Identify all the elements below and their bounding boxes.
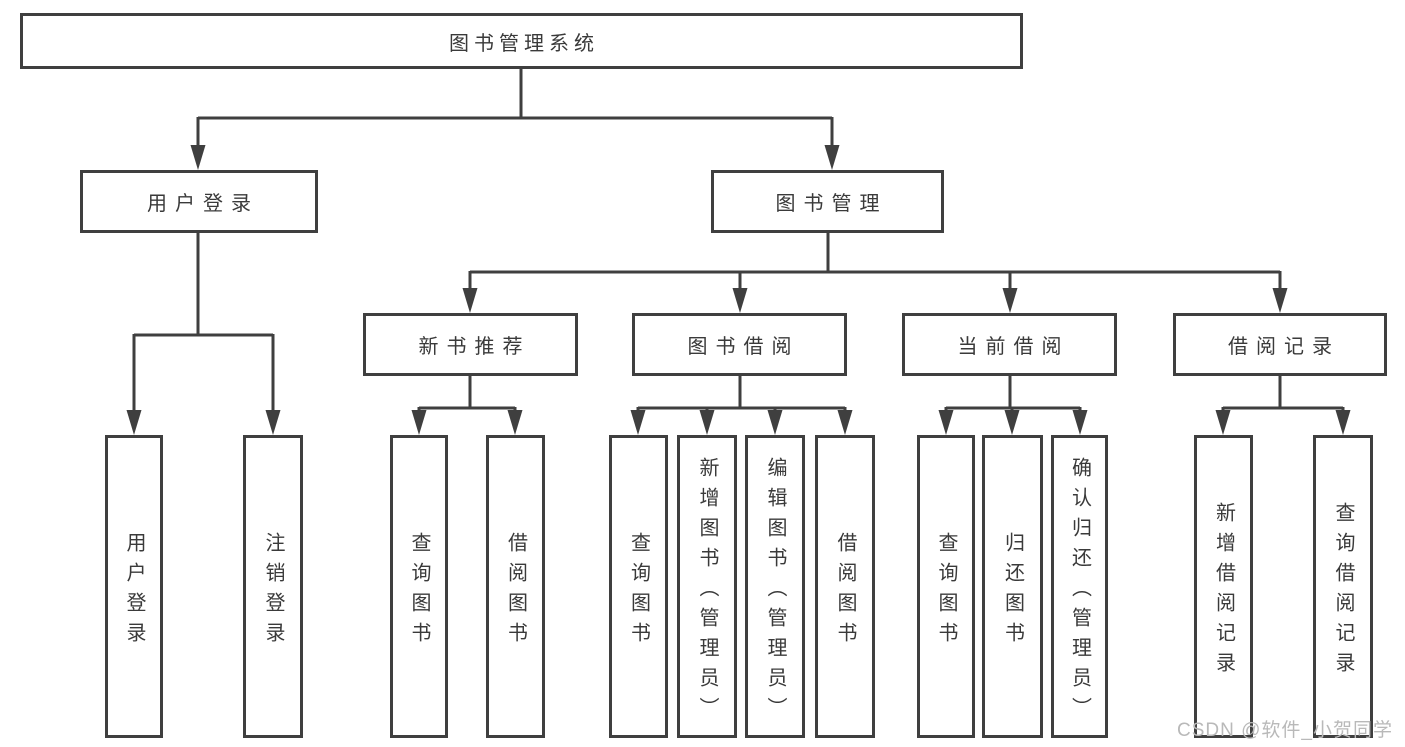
leaf-query-book-3-label: 查询图书 [935, 531, 957, 652]
node-book-borrow: 图书借阅 [632, 313, 847, 376]
leaf-return-book: 归还图书 [982, 435, 1043, 738]
node-book-borrow-label: 图书借阅 [687, 336, 800, 358]
leaf-borrow-book-1-label: 借阅图书 [504, 531, 527, 652]
leaf-user-login-label: 用户登录 [123, 531, 145, 652]
node-user-login: 用户登录 [80, 170, 318, 233]
node-book-management-label: 图书管理 [775, 193, 888, 215]
leaf-add-book-label: 新增图书（管理员） [696, 456, 718, 727]
leaf-add-borrow-record-label: 新增借阅记录 [1212, 501, 1235, 682]
leaf-query-borrow-record-label: 查询借阅记录 [1332, 501, 1354, 682]
leaf-borrow-book-2-label: 借阅图书 [834, 531, 856, 652]
leaf-user-login: 用户登录 [105, 435, 163, 738]
leaf-borrow-book-1: 借阅图书 [486, 435, 545, 738]
leaf-borrow-book-2: 借阅图书 [815, 435, 875, 738]
leaf-query-book-3: 查询图书 [917, 435, 975, 738]
leaf-query-book-1-label: 查询图书 [408, 531, 430, 652]
node-root-label: 图书管理系统 [449, 32, 599, 55]
leaf-add-borrow-record: 新增借阅记录 [1194, 435, 1253, 738]
watermark: CSDN @软件_小贺同学 [1177, 720, 1393, 741]
node-new-book-recommend: 新书推荐 [363, 313, 578, 376]
leaf-query-book-2: 查询图书 [609, 435, 668, 738]
leaf-query-borrow-record: 查询借阅记录 [1313, 435, 1373, 738]
leaf-edit-book-label: 编辑图书（管理员） [764, 456, 786, 727]
node-root: 图书管理系统 [20, 13, 1023, 69]
leaf-return-book-label: 归还图书 [1001, 531, 1024, 652]
leaf-confirm-return: 确认归还（管理员） [1051, 435, 1108, 738]
leaf-logout-label: 注销登录 [262, 531, 284, 652]
node-book-management: 图书管理 [711, 170, 944, 233]
leaf-logout: 注销登录 [243, 435, 303, 738]
node-new-book-recommend-label: 新书推荐 [418, 336, 531, 358]
leaf-confirm-return-label: 确认归还（管理员） [1068, 456, 1091, 727]
leaf-add-book: 新增图书（管理员） [677, 435, 737, 738]
node-current-borrow: 当前借阅 [902, 313, 1117, 376]
leaf-query-book-1: 查询图书 [390, 435, 448, 738]
node-current-borrow-label: 当前借阅 [957, 336, 1070, 358]
node-user-login-label: 用户登录 [147, 193, 259, 215]
leaf-edit-book: 编辑图书（管理员） [745, 435, 805, 738]
node-borrow-records-label: 借阅记录 [1228, 336, 1340, 358]
leaf-query-book-2-label: 查询图书 [627, 531, 650, 652]
node-borrow-records: 借阅记录 [1173, 313, 1387, 376]
